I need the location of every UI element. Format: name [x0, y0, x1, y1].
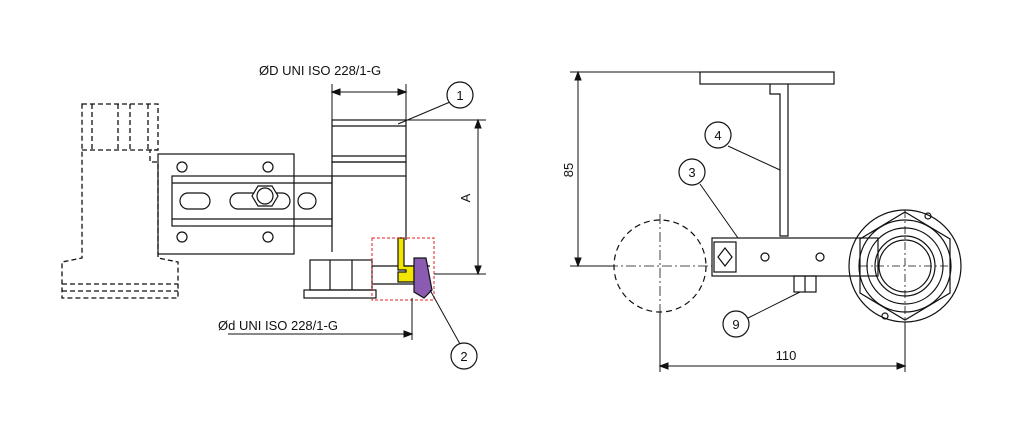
- seal-ring: [397, 237, 415, 283]
- slot-right: [297, 192, 317, 210]
- support-rod: [769, 84, 789, 237]
- dimension-85: [570, 70, 700, 268]
- balloon-4: [704, 121, 781, 171]
- balloon-2: [429, 289, 478, 370]
- slot-left: [179, 192, 211, 210]
- balloon-1-number: 1: [456, 88, 463, 103]
- balloon-4-number: 4: [714, 128, 721, 143]
- dimension-a: [406, 118, 486, 276]
- gasket: [413, 257, 433, 299]
- left-side-view: [61, 81, 486, 370]
- dimension-od: [330, 84, 408, 120]
- plate-hole: [262, 231, 274, 243]
- dimension-110: [658, 312, 907, 372]
- balloon-9: [722, 291, 801, 338]
- balloon-3-number: 3: [688, 165, 695, 180]
- fitting-body: [331, 161, 407, 177]
- balloon-2-number: 2: [460, 349, 467, 364]
- bar-hole: [815, 252, 825, 262]
- mounting-plate: [157, 153, 295, 255]
- dimension-id: [228, 298, 414, 340]
- dim-85-label: 85: [561, 163, 576, 177]
- balloon-9-number: 9: [732, 317, 739, 332]
- plate-hole: [176, 161, 188, 173]
- plate-hole: [176, 231, 188, 243]
- top-flange: [699, 71, 835, 85]
- logo-mark: [713, 241, 737, 273]
- id-label: Ød UNI ISO 228/1-G: [218, 318, 338, 333]
- right-top-view: [570, 70, 962, 372]
- dim-110-label: 110: [776, 348, 797, 363]
- phantom-gauge-outline: [61, 103, 179, 299]
- hex-nut: [309, 259, 373, 291]
- nut-base: [303, 289, 377, 299]
- plate-hole: [262, 161, 274, 173]
- connector-hex: [859, 211, 951, 321]
- balloon-3: [678, 158, 739, 239]
- balloon-1: [397, 81, 474, 125]
- detail-box: [371, 237, 435, 301]
- dim-a-label: A: [458, 193, 473, 202]
- bolt-head: [251, 185, 279, 207]
- bar-hole: [760, 252, 770, 262]
- od-label: ØD UNI ISO 228/1-G: [259, 63, 381, 78]
